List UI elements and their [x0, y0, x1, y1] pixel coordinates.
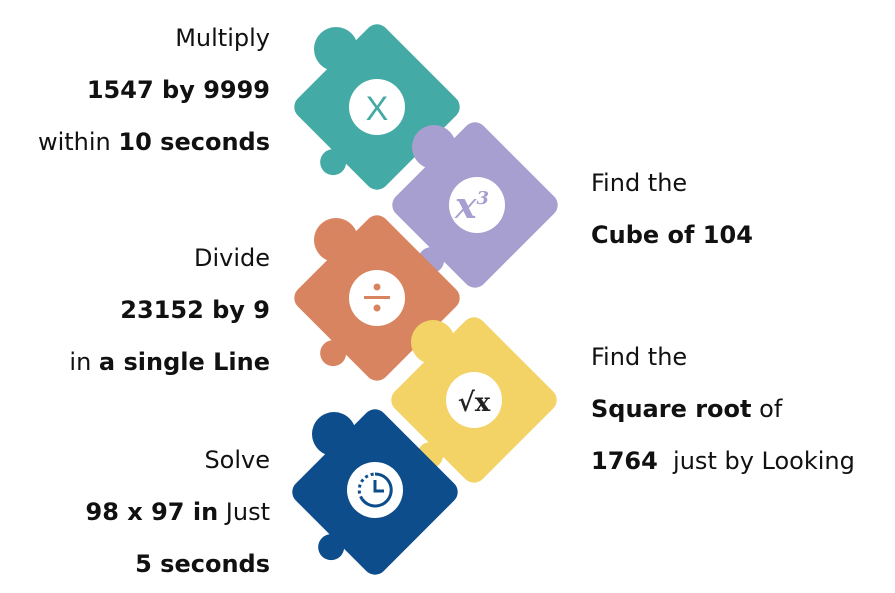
solve-just: Just — [218, 498, 270, 526]
multiply-numbers: 1547 by 9999 — [86, 76, 270, 104]
divide-challenge: Divide 23152 by 9 in a single Line — [69, 232, 270, 388]
root-of: of — [751, 395, 783, 423]
multiply-icon: X — [366, 90, 389, 128]
multiply-challenge: Multiply 1547 by 9999 within 10 seconds — [38, 12, 270, 168]
cube-number: Cube of 104 — [591, 221, 753, 249]
cube-challenge: Find the Cube of 104 — [591, 157, 753, 261]
cube-icon: x3 — [454, 185, 489, 227]
root-method: just by Looking — [657, 447, 855, 475]
square-root-icon: √x — [458, 388, 491, 418]
divide-in: in — [69, 348, 99, 376]
divide-icon — [364, 283, 390, 312]
root-title: Find the — [591, 343, 688, 371]
divide-title: Divide — [193, 244, 270, 272]
solve-title: Solve — [204, 446, 270, 474]
solve-challenge: Solve 98 x 97 in Just 5 seconds — [86, 434, 271, 590]
solve-numbers: 98 x 97 in — [85, 498, 219, 526]
clock-icon — [357, 472, 393, 508]
multiply-title: Multiply — [175, 24, 270, 52]
solve-time: 5 seconds — [135, 550, 270, 578]
divide-method: a single Line — [98, 348, 270, 376]
root-number: 1764 — [591, 447, 658, 475]
divide-numbers: 23152 by 9 — [120, 296, 270, 324]
root-challenge: Find the Square root of 1764 just by Loo… — [591, 331, 855, 487]
multiply-time: 10 seconds — [118, 128, 270, 156]
multiply-within: within — [37, 128, 119, 156]
cube-title: Find the — [591, 169, 688, 197]
root-label: Square root — [591, 395, 752, 423]
